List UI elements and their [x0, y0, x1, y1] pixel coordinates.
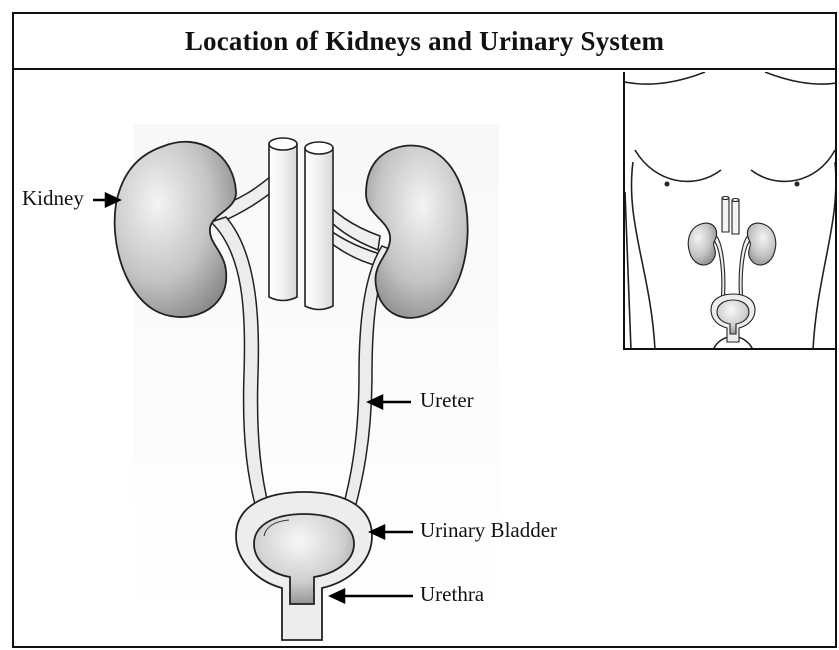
ureter-label: Ureter: [420, 388, 474, 413]
kidney-label: Kidney: [22, 186, 84, 211]
diagram-frame: Location of Kidneys and Urinary System: [12, 12, 837, 648]
body-location-inset: [623, 72, 837, 350]
urethra-label: Urethra: [420, 582, 484, 607]
bladder-label: Urinary Bladder: [420, 518, 557, 543]
torso-outline-illustration: [625, 72, 837, 350]
